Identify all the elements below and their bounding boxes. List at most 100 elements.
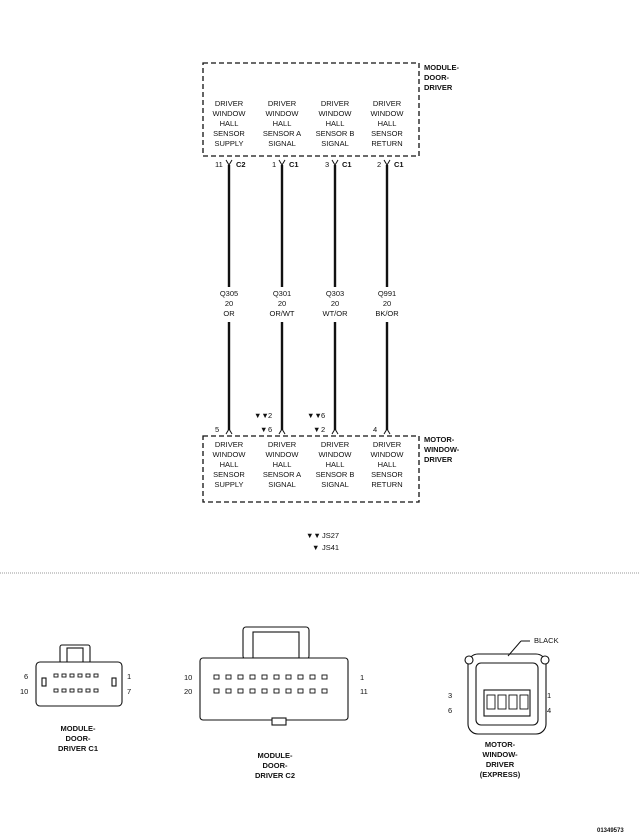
motor-pin-3: ▼▼ 6 ▼ 2 (307, 411, 325, 434)
svg-text:SENSOR A: SENSOR A (263, 470, 301, 479)
svg-text:WINDOW: WINDOW (266, 450, 300, 459)
svg-text:20: 20 (383, 299, 391, 308)
svg-text:MODULE-: MODULE- (424, 63, 459, 72)
svg-text:WINDOW: WINDOW (371, 450, 405, 459)
svg-text:▼▼: ▼▼ (307, 411, 322, 420)
svg-text:WINDOW: WINDOW (371, 109, 405, 118)
svg-text:DRIVER C1: DRIVER C1 (58, 744, 98, 753)
svg-text:MOTOR-: MOTOR- (424, 435, 455, 444)
motor-pin-1: 5 (215, 425, 219, 434)
connector-c1-title: MODULE- DOOR- DRIVER C1 (58, 724, 98, 753)
svg-text:Q301: Q301 (273, 289, 291, 298)
svg-text:BLACK: BLACK (534, 636, 559, 645)
svg-text:SUPPLY: SUPPLY (214, 480, 243, 489)
module-cell-2: DRIVER WINDOW HALL SENSOR A SIGNAL (263, 99, 301, 148)
connector-motor-title: MOTOR- WINDOW- DRIVER (EXPRESS) (480, 740, 521, 779)
svg-text:(EXPRESS): (EXPRESS) (480, 770, 521, 779)
wire-q303 (331, 159, 339, 435)
svg-text:RETURN: RETURN (371, 480, 402, 489)
splice-legend: ▼▼ JS27 ▼ JS41 (306, 531, 339, 552)
svg-text:WT/OR: WT/OR (323, 309, 349, 318)
svg-text:4: 4 (547, 706, 551, 715)
svg-text:DRIVER: DRIVER (424, 455, 453, 464)
svg-text:6: 6 (448, 706, 452, 715)
svg-text:4: 4 (373, 425, 377, 434)
svg-text:OR/WT: OR/WT (270, 309, 295, 318)
svg-text:DRIVER: DRIVER (424, 83, 453, 92)
svg-text:MODULE-: MODULE- (258, 751, 293, 760)
svg-text:DRIVER: DRIVER (268, 99, 297, 108)
svg-text:HALL: HALL (273, 460, 292, 469)
wire-label-q303: Q303 20 WT/OR (323, 289, 349, 318)
svg-text:Q305: Q305 (220, 289, 238, 298)
svg-text:HALL: HALL (273, 119, 292, 128)
svg-text:HALL: HALL (220, 460, 239, 469)
svg-text:DOOR-: DOOR- (263, 761, 289, 770)
svg-text:DOOR-: DOOR- (66, 734, 92, 743)
svg-text:10: 10 (184, 673, 192, 682)
svg-text:2: 2 (321, 425, 325, 434)
svg-text:SENSOR B: SENSOR B (316, 470, 355, 479)
motor-pin-4: 4 (373, 425, 377, 434)
svg-text:▼▼: ▼▼ (254, 411, 269, 420)
module-cell-1: DRIVER WINDOW HALL SENSOR SUPPLY (213, 99, 247, 148)
svg-text:WINDOW: WINDOW (213, 450, 247, 459)
svg-text:JS27: JS27 (322, 531, 339, 540)
wire-label-q305: Q305 20 OR (220, 289, 238, 318)
svg-text:OR: OR (223, 309, 235, 318)
svg-text:SENSOR: SENSOR (213, 470, 245, 479)
svg-text:DRIVER: DRIVER (373, 99, 402, 108)
svg-text:▼: ▼ (312, 543, 319, 552)
svg-text:11: 11 (215, 160, 223, 169)
svg-text:SIGNAL: SIGNAL (321, 139, 349, 148)
svg-text:WINDOW: WINDOW (319, 109, 353, 118)
motor-window-driver-label: MOTOR- WINDOW- DRIVER (424, 435, 460, 464)
module-door-driver-label: MODULE- DOOR- DRIVER (424, 63, 459, 92)
svg-text:C1: C1 (289, 160, 299, 169)
svg-text:1: 1 (547, 691, 551, 700)
motor-cell-2: DRIVER WINDOW HALL SENSOR A SIGNAL (263, 440, 301, 489)
svg-text:SENSOR: SENSOR (213, 129, 245, 138)
svg-text:10: 10 (20, 687, 28, 696)
svg-text:SIGNAL: SIGNAL (268, 480, 296, 489)
svg-text:C2: C2 (236, 160, 246, 169)
svg-text:▼▼: ▼▼ (306, 531, 321, 540)
module-door-driver-box (202, 62, 420, 157)
svg-text:JS41: JS41 (322, 543, 339, 552)
wire-q991 (383, 159, 391, 435)
motor-cell-3: DRIVER WINDOW HALL SENSOR B SIGNAL (316, 440, 355, 489)
svg-text:SENSOR: SENSOR (371, 129, 403, 138)
svg-text:WINDOW: WINDOW (213, 109, 247, 118)
connector-c1-view: 6 10 1 7 (20, 644, 131, 707)
svg-text:MOTOR-: MOTOR- (485, 740, 516, 749)
connector-c2-title: MODULE- DOOR- DRIVER C2 (255, 751, 295, 780)
svg-text:HALL: HALL (378, 119, 397, 128)
svg-text:SENSOR A: SENSOR A (263, 129, 301, 138)
svg-text:DRIVER: DRIVER (268, 440, 297, 449)
svg-text:HALL: HALL (220, 119, 239, 128)
module-pin-1: 11 C2 (215, 160, 246, 169)
motor-pin-2: ▼▼ 2 ▼ 6 (254, 411, 272, 434)
svg-text:1: 1 (127, 672, 131, 681)
svg-text:20: 20 (331, 299, 339, 308)
svg-text:SENSOR: SENSOR (371, 470, 403, 479)
connector-c2-view: 10 20 1 11 (184, 626, 368, 726)
svg-text:MODULE-: MODULE- (61, 724, 96, 733)
motor-cell-1: DRIVER WINDOW HALL SENSOR SUPPLY (213, 440, 247, 489)
svg-text:DRIVER: DRIVER (321, 99, 350, 108)
svg-text:1: 1 (360, 673, 364, 682)
svg-text:RETURN: RETURN (371, 139, 402, 148)
svg-text:3: 3 (325, 160, 329, 169)
svg-text:▼: ▼ (313, 425, 320, 434)
svg-text:Q991: Q991 (378, 289, 396, 298)
svg-text:DOOR-: DOOR- (424, 73, 450, 82)
svg-text:20: 20 (278, 299, 286, 308)
svg-text:2: 2 (377, 160, 381, 169)
svg-text:WINDOW: WINDOW (266, 109, 300, 118)
svg-text:7: 7 (127, 687, 131, 696)
wire-label-q301: Q301 20 OR/WT (270, 289, 295, 318)
svg-text:SIGNAL: SIGNAL (268, 139, 296, 148)
svg-text:HALL: HALL (378, 460, 397, 469)
connector-motor-view: BLACK 3 6 1 4 (448, 636, 559, 735)
svg-text:DRIVER: DRIVER (486, 760, 515, 769)
